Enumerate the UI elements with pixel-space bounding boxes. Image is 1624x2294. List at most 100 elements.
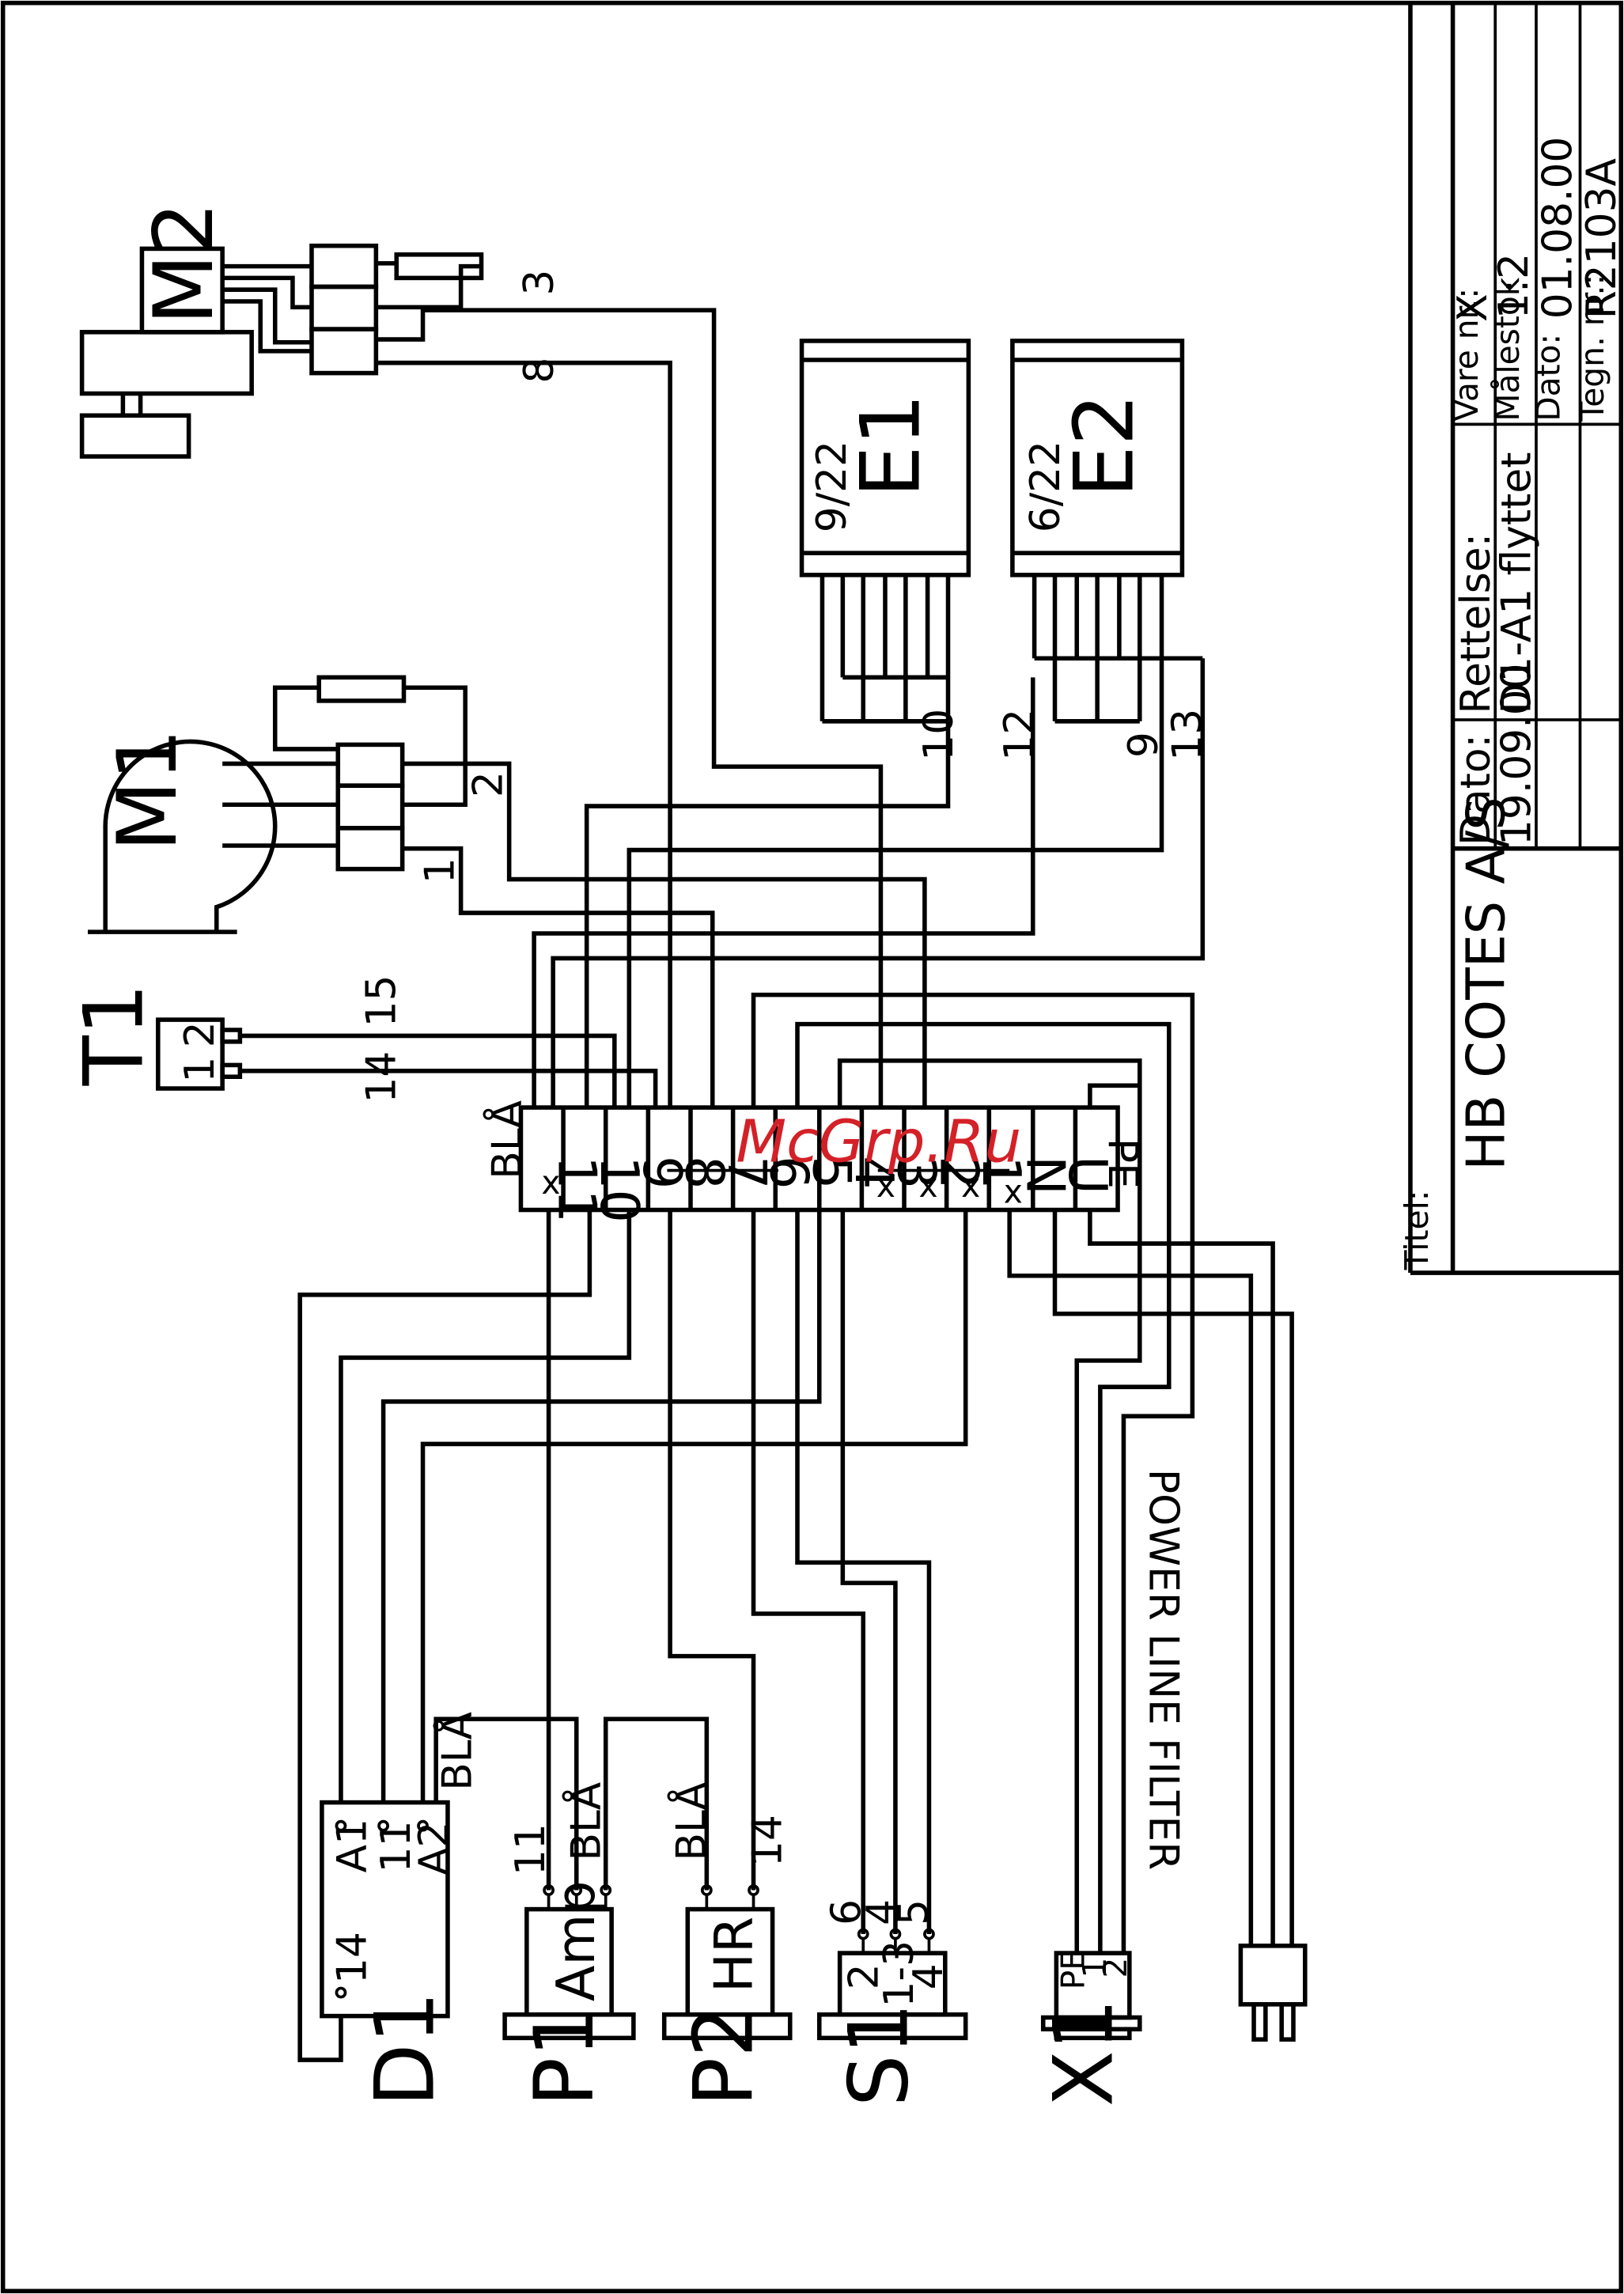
rettelse-label: Rettelse: (1452, 533, 1500, 714)
d1-a2: A2 (411, 1822, 458, 1876)
power-line-filter-label: POWER LINE FILTER (1140, 1469, 1187, 1870)
switch-s1: 6 4 5 2 1-3 4 S1 (816, 1899, 968, 2107)
mark-x-2: x (919, 1167, 938, 1205)
wire-13 (551, 658, 1206, 1108)
p2-name: HR (703, 1917, 765, 1993)
p2-14: 14 (744, 1815, 792, 1867)
wire-3 (376, 308, 884, 1108)
d1-11: 11 (373, 1820, 420, 1872)
mark-x-11: x (541, 1164, 560, 1202)
dato2-value: 01.08.00 (1534, 137, 1581, 320)
titel-label: Titel: (1398, 1190, 1436, 1270)
s1-5: 5 (891, 1899, 938, 1925)
terminal-5: 5 (801, 1156, 862, 1189)
mark-x-3: x (876, 1167, 895, 1205)
vare-label: Vare nr.: (1448, 288, 1486, 422)
p1-11: 11 (507, 1823, 555, 1876)
wire-1-label: 1 (416, 857, 464, 884)
wire-13-label: 13 (1164, 709, 1211, 761)
p1-bla: BLÅ (561, 1782, 610, 1861)
x1-1: 1 (1076, 1958, 1114, 1978)
terminal-n: N (1014, 1156, 1076, 1195)
s1-i13: 1-3 (876, 1940, 923, 2008)
d1-14: 14 (328, 1932, 376, 1984)
pressure-switch-p1: Amp 11 BLÅ P1 (502, 1782, 636, 2107)
dato-value: 19.09.00 (1493, 663, 1541, 846)
wire-8 (376, 360, 672, 1108)
p2-bla: BLÅ (666, 1782, 715, 1861)
terminal-block-label: BLÅ (482, 1100, 531, 1179)
s1-label: S1 (832, 2003, 927, 2107)
motor-m1: M1 2 1 (88, 675, 927, 1108)
power-plug (1238, 1944, 1308, 2042)
mark-x-1: x (961, 1167, 980, 1205)
t1-pin2: 2 (176, 1021, 224, 1047)
hygrostat-p2: HR BLÅ 14 P2 (661, 1782, 793, 2107)
terminal-3: 3 (886, 1156, 948, 1189)
title-text: HB COTES A/S (1455, 797, 1516, 1170)
wire-10-label: 10 (915, 709, 963, 761)
connector-x1: PE 1 2 X1 (1037, 1950, 1142, 2107)
malestok-label: Målestok (1489, 277, 1527, 421)
terminal-6: 6 (759, 1156, 820, 1189)
terminal-1: 1 (971, 1156, 1032, 1189)
terminal-9: 9 (631, 1156, 693, 1189)
mark-x-n: x (1004, 1172, 1023, 1210)
p1-name: Amp (545, 1880, 607, 2001)
t1-label: T1 (66, 983, 161, 1086)
s1-i2: 2 (841, 1963, 888, 1989)
wire-1 (402, 846, 715, 1108)
x1-2: 2 (1096, 1958, 1134, 1978)
wire-8-label: 8 (516, 358, 563, 384)
rettelse-value: D1-A1 flyttet (1493, 452, 1541, 714)
t1-pin1: 1 (176, 1057, 224, 1083)
terminal-labels: 11 10 9 8 7 6 5 4 3 2 1 N U PE (547, 1138, 1146, 1223)
m1-label: M1 (100, 729, 195, 851)
e2-label: E2 (1058, 393, 1153, 497)
wire-14-label: 14 (358, 1051, 405, 1103)
dato-label: Dato: (1452, 734, 1500, 846)
title-block: Titel: HB COTES A/S Dato: 19.09.00 Rette… (1398, 2, 1624, 1275)
m2-label: M2 (137, 202, 232, 324)
x1-label: X1 (1037, 1998, 1132, 2107)
wire-14 (240, 1069, 658, 1108)
d1-a1: A1 (328, 1819, 376, 1872)
x1-pe: PE (1054, 1950, 1092, 1989)
heater-e1: E1 9/22 (799, 339, 971, 724)
tegn-label: Tegn. nr.: (1573, 274, 1611, 422)
d1-bla: BLÅ (433, 1712, 482, 1791)
wire-12-label: 12 (996, 709, 1043, 761)
wire-9 (627, 658, 1164, 1108)
e1-rating: 9/22 (808, 441, 856, 532)
d1-label: D1 (358, 1992, 452, 2107)
terminal-2: 2 (928, 1156, 990, 1189)
malestok-value: 1:2 (1490, 253, 1538, 319)
motor-m2: M2 3 8 (79, 202, 884, 1108)
sensor-t1: T1 2 1 15 14 (66, 975, 658, 1108)
terminal-block: BLÅ 11 10 9 8 7 6 5 4 3 2 1 N U PE x x x… (482, 1100, 1145, 1223)
wire-2 (402, 761, 927, 1108)
heater-e2: E2 6/22 (1010, 339, 1203, 724)
tegn-value: R2103A (1578, 158, 1624, 319)
terminal-11: 11 (547, 1156, 608, 1223)
wire-9-label: 9 (1120, 732, 1168, 758)
p2-label: P2 (677, 2005, 772, 2107)
s1-6: 6 (823, 1899, 871, 1925)
wire-2-label: 2 (464, 771, 512, 797)
wire-3-label: 3 (516, 270, 563, 296)
s1-4: 4 (858, 1899, 906, 1925)
terminal-4: 4 (843, 1156, 905, 1189)
s1-i4: 4 (905, 1963, 952, 1989)
wire-12 (532, 677, 1035, 1108)
dato2-label: Dato: (1530, 334, 1568, 422)
vare-value: X (1449, 293, 1497, 321)
relay-d1: A1 11 A2 14 BLÅ D1 (320, 1712, 482, 2107)
watermark: McGrp.Ru (736, 1107, 1021, 1175)
terminal-u: U (1057, 1156, 1119, 1194)
terminal-7: 7 (716, 1156, 778, 1189)
e2-rating: 6/22 (1022, 441, 1069, 532)
p1-label: P1 (517, 2005, 612, 2107)
terminal-10: 10 (589, 1156, 650, 1223)
